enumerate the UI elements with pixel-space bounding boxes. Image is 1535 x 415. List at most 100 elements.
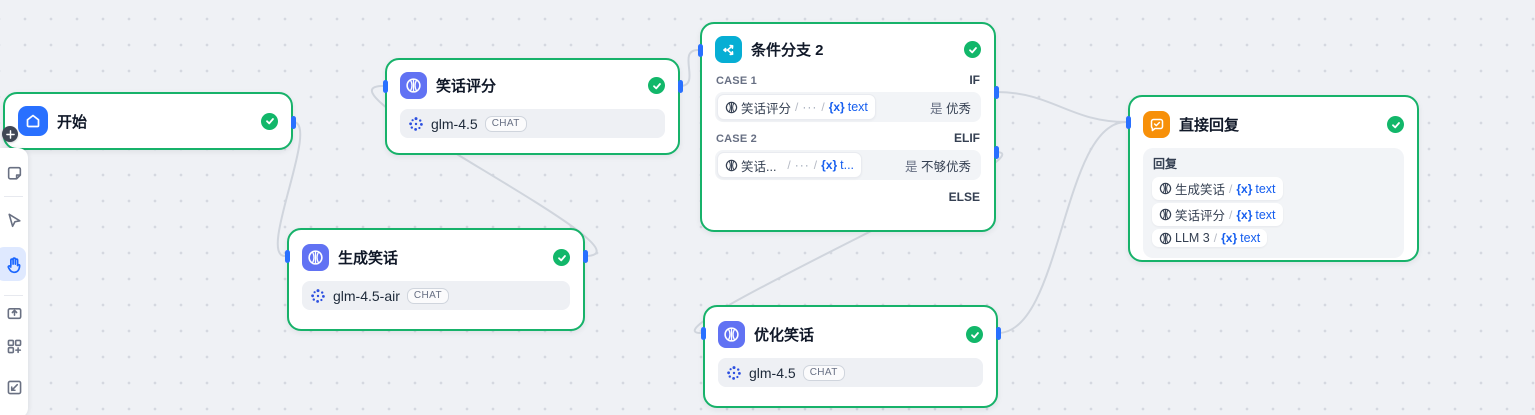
model-mode-badge: CHAT bbox=[802, 364, 845, 381]
if-tag: IF bbox=[969, 73, 980, 87]
llm-mini-icon bbox=[725, 101, 738, 113]
separator: / bbox=[787, 158, 791, 172]
variable-source: 生成笑话 bbox=[1175, 183, 1226, 197]
handle-joke-score-source[interactable] bbox=[677, 79, 683, 93]
variable-x-icon: {x} bbox=[1236, 181, 1253, 196]
node-title: 优化笑话 bbox=[754, 327, 815, 344]
separator: / bbox=[1229, 181, 1233, 196]
answer-section-label: 回复 bbox=[1153, 157, 1178, 171]
answer-variable-pill[interactable]: 生成笑话 / {x} text bbox=[1152, 177, 1283, 200]
success-check-icon bbox=[964, 41, 981, 58]
node-gen-joke[interactable]: 生成笑话 glm-4.5-air CHAT bbox=[287, 228, 585, 331]
elif-tag: ELIF bbox=[954, 131, 980, 145]
model-selector[interactable]: glm-4.5 CHAT bbox=[400, 109, 665, 138]
handle-gen-joke-source[interactable] bbox=[582, 249, 588, 263]
success-check-icon bbox=[966, 326, 983, 343]
handle-answer-target[interactable] bbox=[1125, 115, 1131, 129]
node-title: 开始 bbox=[57, 113, 88, 131]
condition-value: 不够优秀 bbox=[920, 159, 971, 174]
else-tag: ELSE bbox=[948, 190, 980, 204]
llm-mini-icon bbox=[1159, 182, 1172, 195]
add-node-button[interactable] bbox=[2, 126, 18, 142]
handle-gen-joke-target[interactable] bbox=[284, 249, 290, 263]
variable-source: 笑话评分 bbox=[1175, 209, 1226, 223]
toolbar-divider bbox=[4, 196, 23, 197]
separator: / bbox=[821, 100, 825, 114]
fit-view-button[interactable] bbox=[0, 379, 28, 396]
variable-source: 笑话评分 bbox=[741, 101, 792, 116]
fit-view-icon bbox=[7, 380, 21, 395]
model-name: glm-4.5 bbox=[749, 364, 796, 381]
answer-variable-pill[interactable]: LLM 3 / {x} text bbox=[1152, 229, 1268, 247]
zhipu-logo-icon bbox=[727, 365, 741, 380]
condition-value: 优秀 bbox=[945, 101, 971, 116]
case-label: CASE 1 bbox=[716, 75, 757, 87]
condition-row-1[interactable]: 笑话评分 / ··· / {x} text 是 优秀 bbox=[715, 92, 981, 122]
model-selector[interactable]: glm-4.5 CHAT bbox=[718, 358, 983, 387]
node-condition-branch[interactable]: 条件分支 2 CASE 1 IF 笑话评分 / ··· / {x} text 是… bbox=[700, 22, 996, 232]
edge-start-to-gen-joke[interactable] bbox=[276, 121, 302, 257]
variable-name: text bbox=[1240, 231, 1261, 245]
handle-start-source[interactable] bbox=[290, 115, 296, 129]
organize-blocks-button[interactable] bbox=[0, 338, 28, 355]
separator: / bbox=[1229, 207, 1233, 222]
llm-icon bbox=[718, 321, 745, 348]
answer-bubble-icon bbox=[1143, 111, 1170, 138]
node-start[interactable]: 开始 bbox=[3, 92, 293, 150]
handle-branch-elif-source[interactable] bbox=[993, 145, 999, 159]
handle-optimize-source[interactable] bbox=[995, 326, 1001, 340]
answer-variable-pill[interactable]: 笑话评分 / {x} text bbox=[1152, 203, 1283, 226]
success-check-icon bbox=[648, 77, 665, 94]
node-joke-score[interactable]: 笑话评分 glm-4.5 CHAT bbox=[385, 58, 680, 155]
pointer-mode-button[interactable] bbox=[0, 212, 28, 229]
plus-icon bbox=[5, 129, 15, 139]
model-name: glm-4.5-air bbox=[333, 287, 400, 304]
condition-row-2[interactable]: 笑话... / ··· / {x} t... 是 不够优秀 bbox=[715, 150, 981, 180]
edge-joke-score-to-branch[interactable] bbox=[679, 49, 699, 87]
handle-joke-score-target[interactable] bbox=[382, 79, 388, 93]
model-selector[interactable]: glm-4.5-air CHAT bbox=[302, 281, 570, 310]
home-icon bbox=[18, 106, 48, 136]
zhipu-logo-icon bbox=[409, 116, 423, 131]
node-direct-answer[interactable]: 直接回复 回复 生成笑话 / {x} text 笑话评分 / {x} text bbox=[1128, 95, 1419, 262]
variable-name: text bbox=[847, 100, 868, 114]
edge-branch-if-to-answer[interactable] bbox=[995, 91, 1127, 123]
llm-mini-icon bbox=[725, 159, 738, 171]
condition-operator: 是 bbox=[904, 159, 918, 174]
case-label: CASE 2 bbox=[716, 133, 757, 145]
organize-grid-icon bbox=[7, 339, 21, 354]
node-optimize-joke[interactable]: 优化笑话 glm-4.5 CHAT bbox=[703, 305, 998, 408]
handle-branch-target[interactable] bbox=[697, 43, 703, 57]
node-title: 笑话评分 bbox=[436, 78, 497, 95]
toolbar-divider bbox=[4, 295, 23, 296]
variable-source: 笑话... bbox=[741, 159, 777, 174]
llm-mini-icon bbox=[1159, 208, 1172, 221]
condition-variable-pill[interactable]: 笑话... / ··· / {x} t... bbox=[717, 152, 863, 178]
llm-mini-icon bbox=[1159, 232, 1172, 244]
import-dsl-button[interactable] bbox=[0, 304, 28, 321]
node-title: 条件分支 2 bbox=[751, 42, 824, 59]
import-icon bbox=[7, 307, 21, 320]
cursor-icon bbox=[7, 213, 21, 228]
model-mode-badge: CHAT bbox=[484, 115, 527, 132]
variable-path-ellipsis: ··· bbox=[794, 158, 810, 172]
handle-branch-if-source[interactable] bbox=[993, 85, 999, 99]
variable-name: t... bbox=[840, 158, 855, 172]
variable-name: text bbox=[1255, 207, 1276, 222]
if-else-icon bbox=[715, 36, 742, 63]
add-note-button[interactable] bbox=[0, 165, 28, 182]
variable-x-icon: {x} bbox=[821, 158, 838, 172]
condition-variable-pill[interactable]: 笑话评分 / ··· / {x} text bbox=[717, 94, 876, 120]
handle-optimize-target[interactable] bbox=[700, 326, 706, 340]
variable-source: LLM 3 bbox=[1175, 231, 1210, 245]
success-check-icon bbox=[1387, 116, 1404, 133]
variable-x-icon: {x} bbox=[1236, 207, 1253, 222]
node-title: 生成笑话 bbox=[338, 250, 399, 267]
canvas-control-panel bbox=[0, 148, 28, 415]
hand-mode-button[interactable] bbox=[0, 256, 28, 274]
edge-gen-joke-to-joke-score[interactable] bbox=[371, 85, 598, 257]
note-icon bbox=[7, 166, 21, 180]
condition-operator: 是 bbox=[929, 101, 943, 116]
edge-optimize-to-answer[interactable] bbox=[997, 121, 1127, 334]
